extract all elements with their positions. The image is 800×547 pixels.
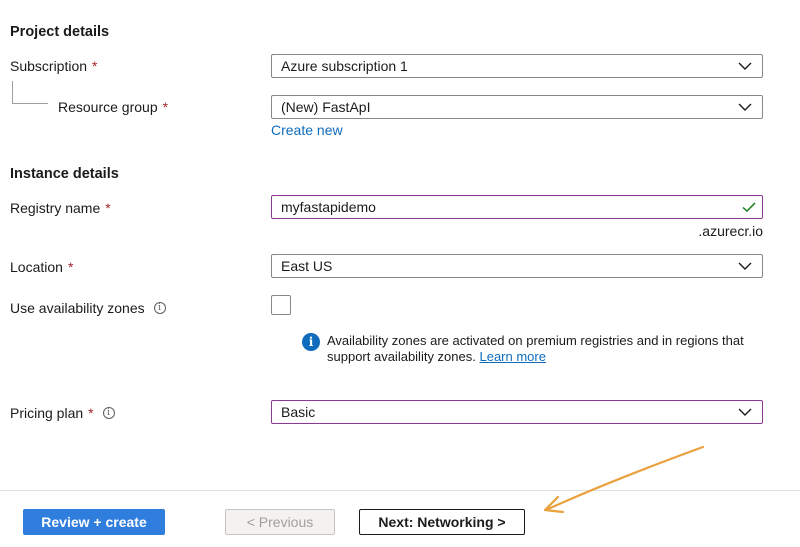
pricing-plan-label: Pricing plan * i [10,405,115,421]
project-details-heading: Project details [10,24,110,40]
chevron-down-icon [738,62,752,70]
required-marker: * [105,200,111,216]
resource-group-dropdown[interactable]: (New) FastApI [271,95,763,119]
required-marker: * [67,259,74,275]
location-dropdown[interactable]: East US [271,254,763,278]
registry-name-input[interactable]: myfastapidemo [271,195,763,219]
availability-zones-label-text: Use availability zones [10,300,145,316]
subscription-dropdown[interactable]: Azure subscription 1 [271,54,763,78]
registry-name-value: myfastapidemo [281,199,376,215]
footer-divider [0,490,800,491]
tree-connector-vertical [12,81,13,103]
info-icon[interactable]: i [102,407,115,419]
previous-button[interactable]: < Previous [225,509,335,535]
required-marker: * [92,58,98,74]
required-marker: * [162,99,169,115]
availability-zones-label: Use availability zones i [10,300,166,316]
create-new-link[interactable]: Create new [271,122,343,138]
subscription-value: Azure subscription 1 [281,58,408,74]
resource-group-label: Resource group * [58,99,168,115]
resource-group-label-text: Resource group [58,99,158,115]
location-label-text: Location [10,259,63,275]
registry-name-label-text: Registry name [10,200,101,216]
instance-details-heading: Instance details [10,166,119,182]
registry-name-label: Registry name * [10,200,111,216]
resource-group-value: (New) FastApI [281,99,371,115]
registry-suffix: .azurecr.io [698,223,763,239]
location-label: Location * [10,259,73,275]
chevron-down-icon [738,408,752,416]
chevron-down-icon [738,103,752,111]
availability-zones-info: i Availability zones are activated on pr… [302,333,762,365]
pricing-plan-label-text: Pricing plan [10,405,84,421]
availability-zones-info-text: Availability zones are activated on prem… [327,333,762,365]
availability-zones-info-message: Availability zones are activated on prem… [327,333,744,364]
availability-zones-checkbox[interactable] [271,295,291,315]
learn-more-link[interactable]: Learn more [479,349,546,364]
info-icon: i [302,333,320,351]
subscription-label: Subscription * [10,58,98,74]
pricing-plan-dropdown[interactable]: Basic [271,400,763,424]
subscription-label-text: Subscription [10,58,88,74]
tree-connector-horizontal [12,103,48,104]
checkmark-icon [742,202,756,212]
location-value: East US [281,258,333,274]
info-icon[interactable]: i [153,302,166,314]
chevron-down-icon [738,262,752,270]
next-networking-button[interactable]: Next: Networking > [359,509,525,535]
pricing-plan-value: Basic [281,404,316,420]
review-create-button[interactable]: Review + create [23,509,165,535]
required-marker: * [88,405,94,421]
